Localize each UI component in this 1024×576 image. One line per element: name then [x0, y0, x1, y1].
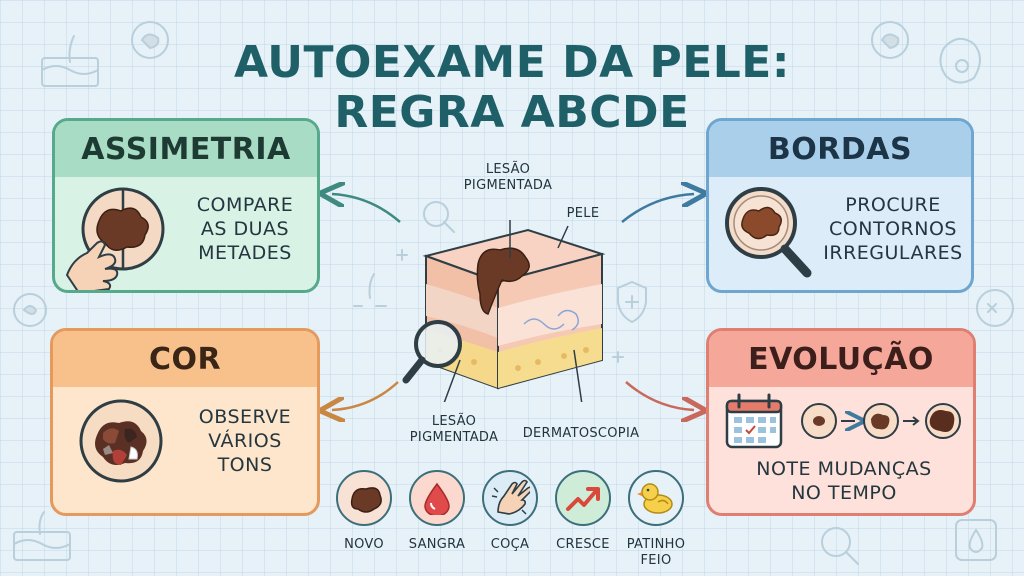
- symptom-label-sangra-line-1: SANGRA: [408, 537, 466, 552]
- symptom-label-coca-line-1: COÇA: [490, 537, 530, 552]
- card-assimetria-line-3: METADES: [198, 242, 292, 264]
- card-bordas-line-1: PROCURE: [845, 194, 941, 216]
- card-evolucao-line-2: NO TEMPO: [791, 482, 897, 504]
- card-bordas-heading: BORDAS: [709, 121, 971, 177]
- card-assimetria-text: COMPARE AS DUAS METADES: [175, 193, 315, 265]
- card-assimetria-line-2: AS DUAS: [200, 218, 290, 240]
- card-bordas-line-2: CONTORNOS: [829, 218, 957, 240]
- blood-drop-icon: [424, 482, 450, 515]
- label-pele: PELE: [566, 206, 600, 221]
- card-evolucao-text: NOTE MUDANÇAS NO TEMPO: [719, 457, 969, 505]
- title-line-2: REGRA ABCDE: [334, 87, 690, 138]
- symptom-cresce: [555, 470, 611, 526]
- card-assimetria: ASSIMETRIA COMPARE AS DUAS METADES: [52, 118, 320, 293]
- card-cor-heading: COR: [53, 331, 317, 387]
- symptom-label-patinho-feio: PATINHO FEIO: [616, 537, 696, 569]
- arrow-to-evolucao: [625, 381, 694, 410]
- symptom-label-cresce-line-1: CRESCE: [556, 537, 610, 552]
- card-cor-line-1: OBSERVE: [198, 406, 292, 428]
- symptom-label-novo-line-1: NOVO: [344, 537, 384, 552]
- calendar-icon: [725, 393, 783, 449]
- card-assimetria-heading: ASSIMETRIA: [55, 121, 317, 177]
- arrow-to-bordas: [621, 194, 694, 223]
- duckling-icon: [637, 483, 673, 514]
- card-bordas: BORDAS PROCURE CONTORNOS IRREGULARES: [706, 118, 974, 293]
- mole-growth-sequence-icon: [801, 403, 961, 439]
- label-lesao-top-line-1: LESÃO: [485, 162, 531, 177]
- card-cor: COR OBSERVE VÁRIOS TONS: [50, 328, 320, 516]
- symptom-label-novo: NOVO: [324, 537, 404, 553]
- symptom-novo: [336, 470, 392, 526]
- half-mole-hand-icon: [65, 187, 165, 290]
- card-bordas-line-3: IRREGULARES: [823, 242, 963, 264]
- label-lesao-bottom-line-1: LESÃO: [431, 414, 477, 429]
- card-bordas-text: PROCURE CONTORNOS IRREGULARES: [817, 193, 969, 265]
- page-title: AUTOEXAME DA PELE: REGRA ABCDE: [180, 38, 844, 138]
- card-cor-line-2: VÁRIOS: [208, 430, 282, 452]
- mole-icon: [350, 487, 382, 513]
- skin-cross-section-illustration: [402, 220, 606, 402]
- arrow-to-cor: [332, 381, 399, 410]
- card-evolucao: EVOLUÇÃO NOTE MUDANÇAS NO TEMPO: [706, 328, 976, 516]
- label-dermatoscopia: DERMATOSCOPIA: [522, 426, 640, 441]
- symptom-coca: [482, 470, 538, 526]
- label-lesao-top-line-2: PIGMENTADA: [463, 178, 553, 193]
- magnifier-mole-icon: [725, 187, 812, 278]
- symptom-label-patinho-line-2: FEIO: [640, 553, 672, 568]
- arrow-to-assimetria: [332, 194, 401, 223]
- label-lesao-bottom-line-2: PIGMENTADA: [409, 430, 499, 445]
- symptom-label-cresce: CRESCE: [543, 537, 623, 553]
- multicolor-mole-icon: [79, 399, 163, 483]
- card-evolucao-heading: EVOLUÇÃO: [709, 331, 973, 387]
- symptom-label-sangra: SANGRA: [397, 537, 477, 553]
- card-assimetria-line-1: COMPARE: [196, 194, 294, 216]
- card-cor-line-3: TONS: [217, 454, 273, 476]
- title-line-1: AUTOEXAME DA PELE:: [234, 37, 790, 88]
- card-cor-text: OBSERVE VÁRIOS TONS: [181, 405, 309, 477]
- card-evolucao-line-1: NOTE MUDANÇAS: [756, 458, 932, 480]
- symptom-patinho-feio: [628, 470, 684, 526]
- symptom-label-patinho-line-1: PATINHO: [626, 537, 686, 552]
- symptom-sangra: [409, 470, 465, 526]
- growth-arrow-icon: [566, 487, 600, 511]
- symptom-label-coca: COÇA: [470, 537, 550, 553]
- label-lesao-pigmentada-top: LESÃO PIGMENTADA: [448, 162, 568, 194]
- label-lesao-pigmentada-bottom: LESÃO PIGMENTADA: [404, 414, 504, 446]
- scratching-hand-icon: [491, 479, 530, 515]
